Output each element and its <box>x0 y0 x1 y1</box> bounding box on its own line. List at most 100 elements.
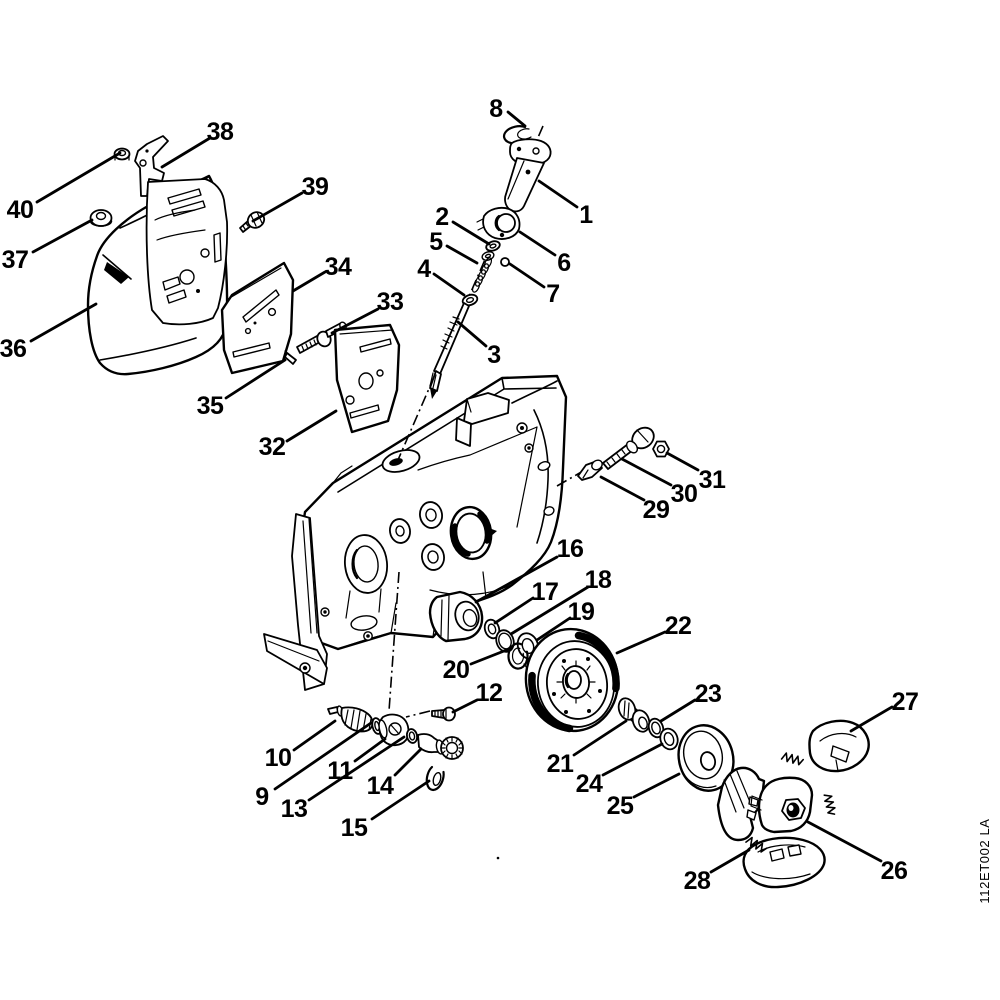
chain-sprocket-cover-shape <box>99 337 197 361</box>
clutch-spring-lower-shape <box>745 836 768 853</box>
pump-spring <box>471 257 493 293</box>
bearing-washer-set-shape <box>663 731 675 747</box>
spike-screw-set-shape <box>606 449 626 467</box>
part-label-5: 5 <box>429 228 443 256</box>
clutch-drum-shape <box>562 659 566 663</box>
oil-pump-valve-assembly-shape <box>516 146 522 152</box>
leader-line-27 <box>849 705 894 733</box>
leader-line-8 <box>506 110 527 128</box>
clutch-shoe-lower-shape <box>787 844 802 857</box>
bearing-washer-set <box>617 697 735 792</box>
clutch-shoe-left-shape <box>746 809 757 821</box>
chain-sprocket-cover <box>86 174 229 376</box>
part-label-15: 15 <box>341 814 368 842</box>
guide-plate-outer-shape <box>267 307 277 317</box>
leader-line-26 <box>806 820 883 863</box>
leader-line-23 <box>659 698 697 723</box>
leader-line-16 <box>474 555 559 604</box>
crankcase-shape <box>395 525 405 537</box>
leader-line-22 <box>615 630 667 655</box>
crankcase-shape <box>543 506 555 516</box>
clutch-shoe-upper-shape <box>835 759 839 772</box>
spike-screw-set-shape <box>656 444 666 454</box>
crankcase-shape <box>455 417 472 447</box>
leader-line-29 <box>599 475 646 502</box>
clutch-shoe-upper-shape <box>830 745 850 763</box>
crankcase <box>263 374 568 691</box>
oil-pump-valve-assembly-shape <box>440 316 460 350</box>
spacer-ring-set <box>483 618 540 670</box>
leader-line-39 <box>251 191 304 223</box>
part-label-39: 39 <box>302 173 329 201</box>
leader-line-37 <box>31 218 94 254</box>
spike-screw-set-shape <box>582 469 589 479</box>
part-label-9: 9 <box>255 783 268 811</box>
guide-plate-inner-shape <box>339 329 394 335</box>
part-label-38: 38 <box>207 118 234 146</box>
part-label-18: 18 <box>585 566 612 594</box>
part-label-3: 3 <box>487 341 500 369</box>
retaining-pin-shape <box>284 352 297 365</box>
chain-sprocket-cover-shape <box>104 262 129 284</box>
spike-screw-set <box>577 426 670 481</box>
crankcase-shape <box>520 426 524 430</box>
leader-line-31 <box>665 451 700 472</box>
leader-line-36 <box>29 302 98 343</box>
oil-pump-valve-assembly <box>429 125 552 399</box>
crankcase-shape <box>302 518 318 634</box>
chain-sprocket-cover-shape <box>213 232 222 263</box>
crankcase-shape <box>440 595 450 641</box>
worm-gear-shape <box>340 706 374 733</box>
oil-pump-valve-assembly-shape <box>499 232 505 238</box>
clutch-drum-shape <box>528 671 574 733</box>
part-label-33: 33 <box>377 288 404 316</box>
leader-line-15 <box>370 779 431 821</box>
crankcase-shape <box>425 508 437 522</box>
pump-spring-shape <box>483 257 493 269</box>
nut-37 <box>89 209 113 227</box>
crankcase-shape <box>466 398 472 413</box>
worm-gear-shape <box>327 706 339 715</box>
part-label-30: 30 <box>671 480 698 508</box>
retainer-clip <box>425 765 445 792</box>
clutch-shoe-upper <box>808 719 870 773</box>
oil-pump-valve-assembly-shape <box>532 147 540 155</box>
leader-line-28 <box>709 848 751 874</box>
oil-pump-valve-assembly-shape <box>489 243 497 249</box>
clutch-shoe-upper-shape <box>808 719 870 773</box>
crankcase-shape <box>537 461 551 471</box>
crankcase-shape <box>417 426 538 528</box>
leader-line-32 <box>285 409 338 443</box>
guide-plate-outer-shape <box>227 267 282 300</box>
crankcase-shape <box>351 548 359 580</box>
part-label-23: 23 <box>695 680 722 708</box>
crankcase-shape <box>533 409 549 544</box>
oil-pump-valve-assembly-shape <box>429 372 437 389</box>
part-label-16: 16 <box>557 535 584 563</box>
chain-sprocket-cover-shape <box>102 254 132 280</box>
crankcase-shape <box>323 610 327 614</box>
crankcase-shape <box>489 528 497 537</box>
center-axis-lines <box>388 125 584 718</box>
bearing-washer-set-shape <box>623 700 630 719</box>
nut-37-shape <box>89 220 113 227</box>
oil-pump-valve-assembly-shape <box>525 169 531 175</box>
leader-line-21 <box>572 719 628 757</box>
leader-line-38 <box>160 136 212 169</box>
part-label-10: 10 <box>265 744 292 772</box>
part-label-28: 28 <box>684 867 711 895</box>
guide-plate-inner-shape <box>345 395 355 405</box>
pump-screw-shape <box>434 709 442 718</box>
leader-line-3 <box>456 320 488 348</box>
part-label-37: 37 <box>2 246 29 274</box>
spike-screw-set-shape <box>591 459 603 471</box>
clutch-hub-shape <box>750 795 763 811</box>
leader-line-10 <box>292 719 337 752</box>
part-label-29: 29 <box>643 496 670 524</box>
oil-valve-shape <box>445 741 459 755</box>
crankcase-shape <box>353 545 379 583</box>
clutch-drum-shape <box>552 692 556 696</box>
guide-plate-inner <box>333 323 401 434</box>
guide-plate-inner-shape <box>358 372 374 390</box>
